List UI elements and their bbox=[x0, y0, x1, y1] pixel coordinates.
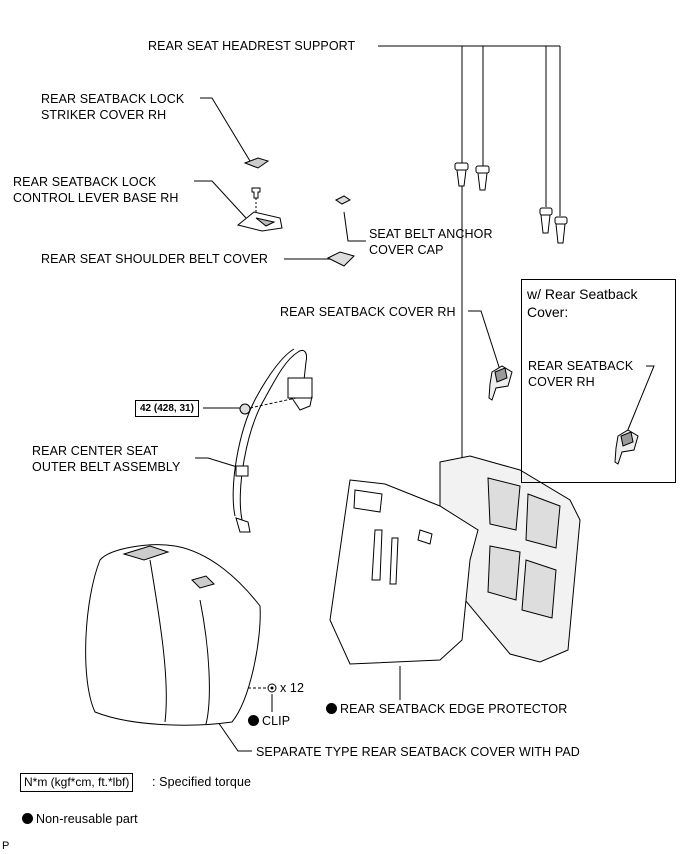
separate-cover-leader bbox=[217, 721, 252, 752]
center-belt-label-line2: OUTER BELT ASSEMBLY bbox=[32, 460, 181, 474]
nonreusable-dot-icon bbox=[326, 703, 337, 714]
center-belt-part bbox=[232, 348, 313, 533]
lever-base-label-line1: REAR SEATBACK LOCK bbox=[13, 175, 157, 189]
torque-spec-box: 42 (428, 31) bbox=[135, 400, 199, 417]
inset-leader bbox=[626, 365, 655, 433]
lever-base-label-line2: CONTROL LEVER BASE RH bbox=[13, 191, 179, 205]
inset-title-line2: Cover: bbox=[527, 304, 569, 320]
anchor-cap-label-line1: SEAT BELT ANCHOR bbox=[369, 227, 493, 241]
headrest-support-pins bbox=[454, 162, 568, 244]
anchor-cap-label-line2: COVER CAP bbox=[369, 243, 444, 257]
striker-cover-leader bbox=[200, 97, 251, 162]
screw-part bbox=[251, 187, 261, 199]
legend-nonreusable: Non-reusable part bbox=[22, 811, 138, 827]
separate-cover-part bbox=[85, 544, 261, 726]
legend-torque-text: : Specified torque bbox=[152, 775, 252, 789]
center-belt-leader bbox=[195, 457, 248, 471]
inset-title-line1: w/ Rear Seatback bbox=[527, 286, 638, 302]
nonreusable-dot-icon bbox=[22, 813, 33, 824]
inset-label-line1: REAR SEATBACK bbox=[528, 359, 634, 373]
legend-nonreusable-text: Non-reusable part bbox=[36, 812, 138, 826]
headrest-leader bbox=[378, 45, 561, 460]
inset-label-line2: COVER RH bbox=[528, 375, 595, 389]
separate-cover-label: SEPARATE TYPE REAR SEATBACK COVER WITH P… bbox=[256, 745, 580, 759]
clip-text: CLIP bbox=[262, 714, 291, 728]
striker-cover-label-line2: STRIKER COVER RH bbox=[41, 108, 167, 122]
clip-label: CLIP bbox=[248, 713, 290, 729]
seatback-frame-part bbox=[439, 455, 581, 663]
shoulder-belt-cover-label: REAR SEAT SHOULDER BELT COVER bbox=[41, 252, 269, 266]
torque-dashed bbox=[249, 397, 297, 409]
edge-protector-text: REAR SEATBACK EDGE PROTECTOR bbox=[340, 702, 568, 716]
seatback-cover-leader bbox=[468, 310, 501, 371]
striker-cover-label-line1: REAR SEATBACK LOCK bbox=[41, 92, 185, 106]
headrest-support-label: REAR SEAT HEADREST SUPPORT bbox=[148, 39, 356, 53]
anchor-cap-leader bbox=[343, 211, 366, 242]
legend-torque-box: N*m (kgf*cm, ft.*lbf) bbox=[20, 773, 134, 792]
corner-mark: P bbox=[2, 840, 10, 852]
lever-base-leader bbox=[194, 180, 247, 219]
seatback-board-part bbox=[329, 479, 479, 665]
seatback-cover-rh-label: REAR SEATBACK COVER RH bbox=[280, 305, 456, 319]
nonreusable-dot-icon bbox=[248, 715, 259, 726]
edge-protector-label: REAR SEATBACK EDGE PROTECTOR bbox=[326, 701, 567, 717]
anchor-cap-part bbox=[335, 195, 351, 205]
center-belt-label-line1: REAR CENTER SEAT bbox=[32, 444, 159, 458]
shoulder-belt-cover-part bbox=[326, 251, 355, 267]
nut-part bbox=[239, 403, 251, 415]
inset-box bbox=[521, 279, 676, 483]
clip-count-label: x 12 bbox=[280, 681, 305, 695]
striker-cover-part bbox=[243, 157, 270, 169]
